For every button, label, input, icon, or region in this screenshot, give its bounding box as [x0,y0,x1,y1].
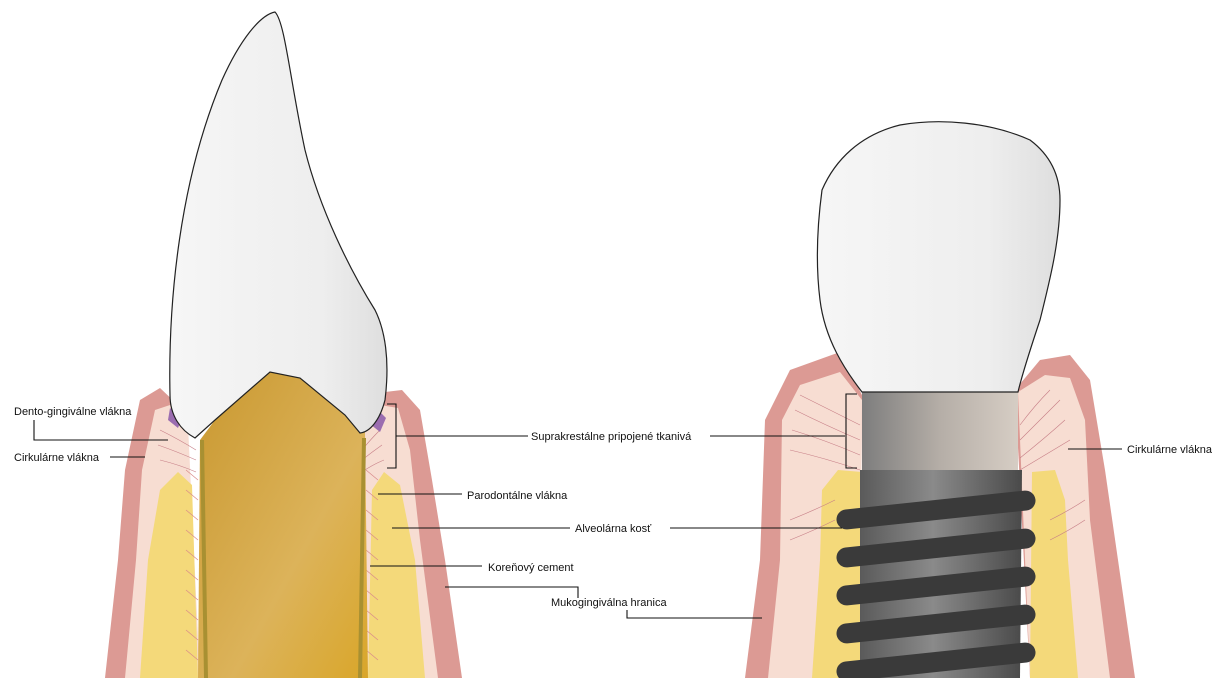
tooth-root [198,372,368,678]
leader-mucogingival-right [627,610,762,618]
implant-crown [817,122,1060,392]
natural-tooth-illustration [105,12,462,678]
label-root-cementum: Koreňový cement [488,562,574,574]
implant-abutment [862,390,1018,470]
label-mucogingival-junction: Mukogingiválna hranica [551,597,667,609]
label-circular-fibers-right: Cirkulárne vlákna [1127,444,1213,456]
label-circular-fibers-left: Cirkulárne vlákna [14,452,100,464]
label-dento-gingival-fibers: Dento-gingiválne vlákna [14,406,132,418]
label-supracrestal-tissue: Suprakrestálne pripojené tkanivá [531,431,692,443]
label-alveolar-bone: Alveolárna kosť [575,523,652,535]
tooth-crown [170,12,387,438]
implant-illustration [745,122,1135,678]
label-periodontal-fibers: Parodontálne vlákna [467,490,568,502]
